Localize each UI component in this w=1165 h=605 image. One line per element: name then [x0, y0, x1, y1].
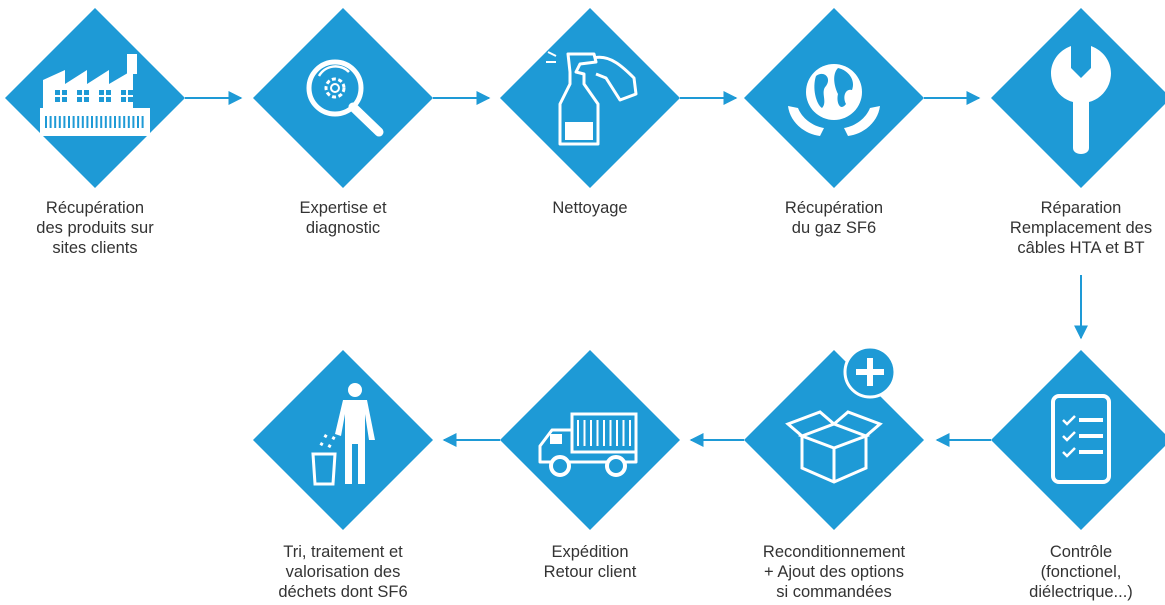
step-label-expertise: Expertise et diagnostic [299, 199, 387, 237]
factory-icon [40, 54, 150, 136]
plus-badge-icon [843, 345, 897, 399]
step-diamond-expertise [253, 8, 433, 188]
spray-bottle-icon [546, 51, 638, 146]
step-label-reconditionnement: Reconditionnement + Ajout des options si… [762, 543, 906, 601]
step-diamond-tri [253, 350, 433, 530]
truck-icon [538, 412, 638, 477]
globe-hands-icon [788, 64, 880, 136]
step-label-recuperation-gaz: Récupération du gaz SF6 [784, 199, 884, 237]
wrench-icon [1051, 46, 1111, 154]
step-label-controle: Contrôle (fonctionel, diélectrique...) [1029, 543, 1133, 601]
step-diamond-controle [991, 350, 1165, 530]
step-label-nettoyage: Nettoyage [552, 199, 628, 217]
step-label-tri: Tri, traitement et valorisation des déch… [278, 543, 408, 601]
step-diamond-reconditionnement [744, 350, 924, 530]
box-plus-icon [785, 410, 883, 484]
step-label-reparation: Réparation Remplacement des câbles HTA e… [1009, 199, 1153, 257]
step-label-expedition: Expédition Retour client [543, 543, 637, 581]
checklist-icon [1051, 394, 1111, 484]
person-trash-icon [311, 383, 375, 486]
magnifier-gear-icon [306, 59, 384, 137]
step-diamond-nettoyage [500, 8, 680, 188]
step-label-recuperation-produits: Récupération des produits sur sites clie… [36, 199, 154, 257]
